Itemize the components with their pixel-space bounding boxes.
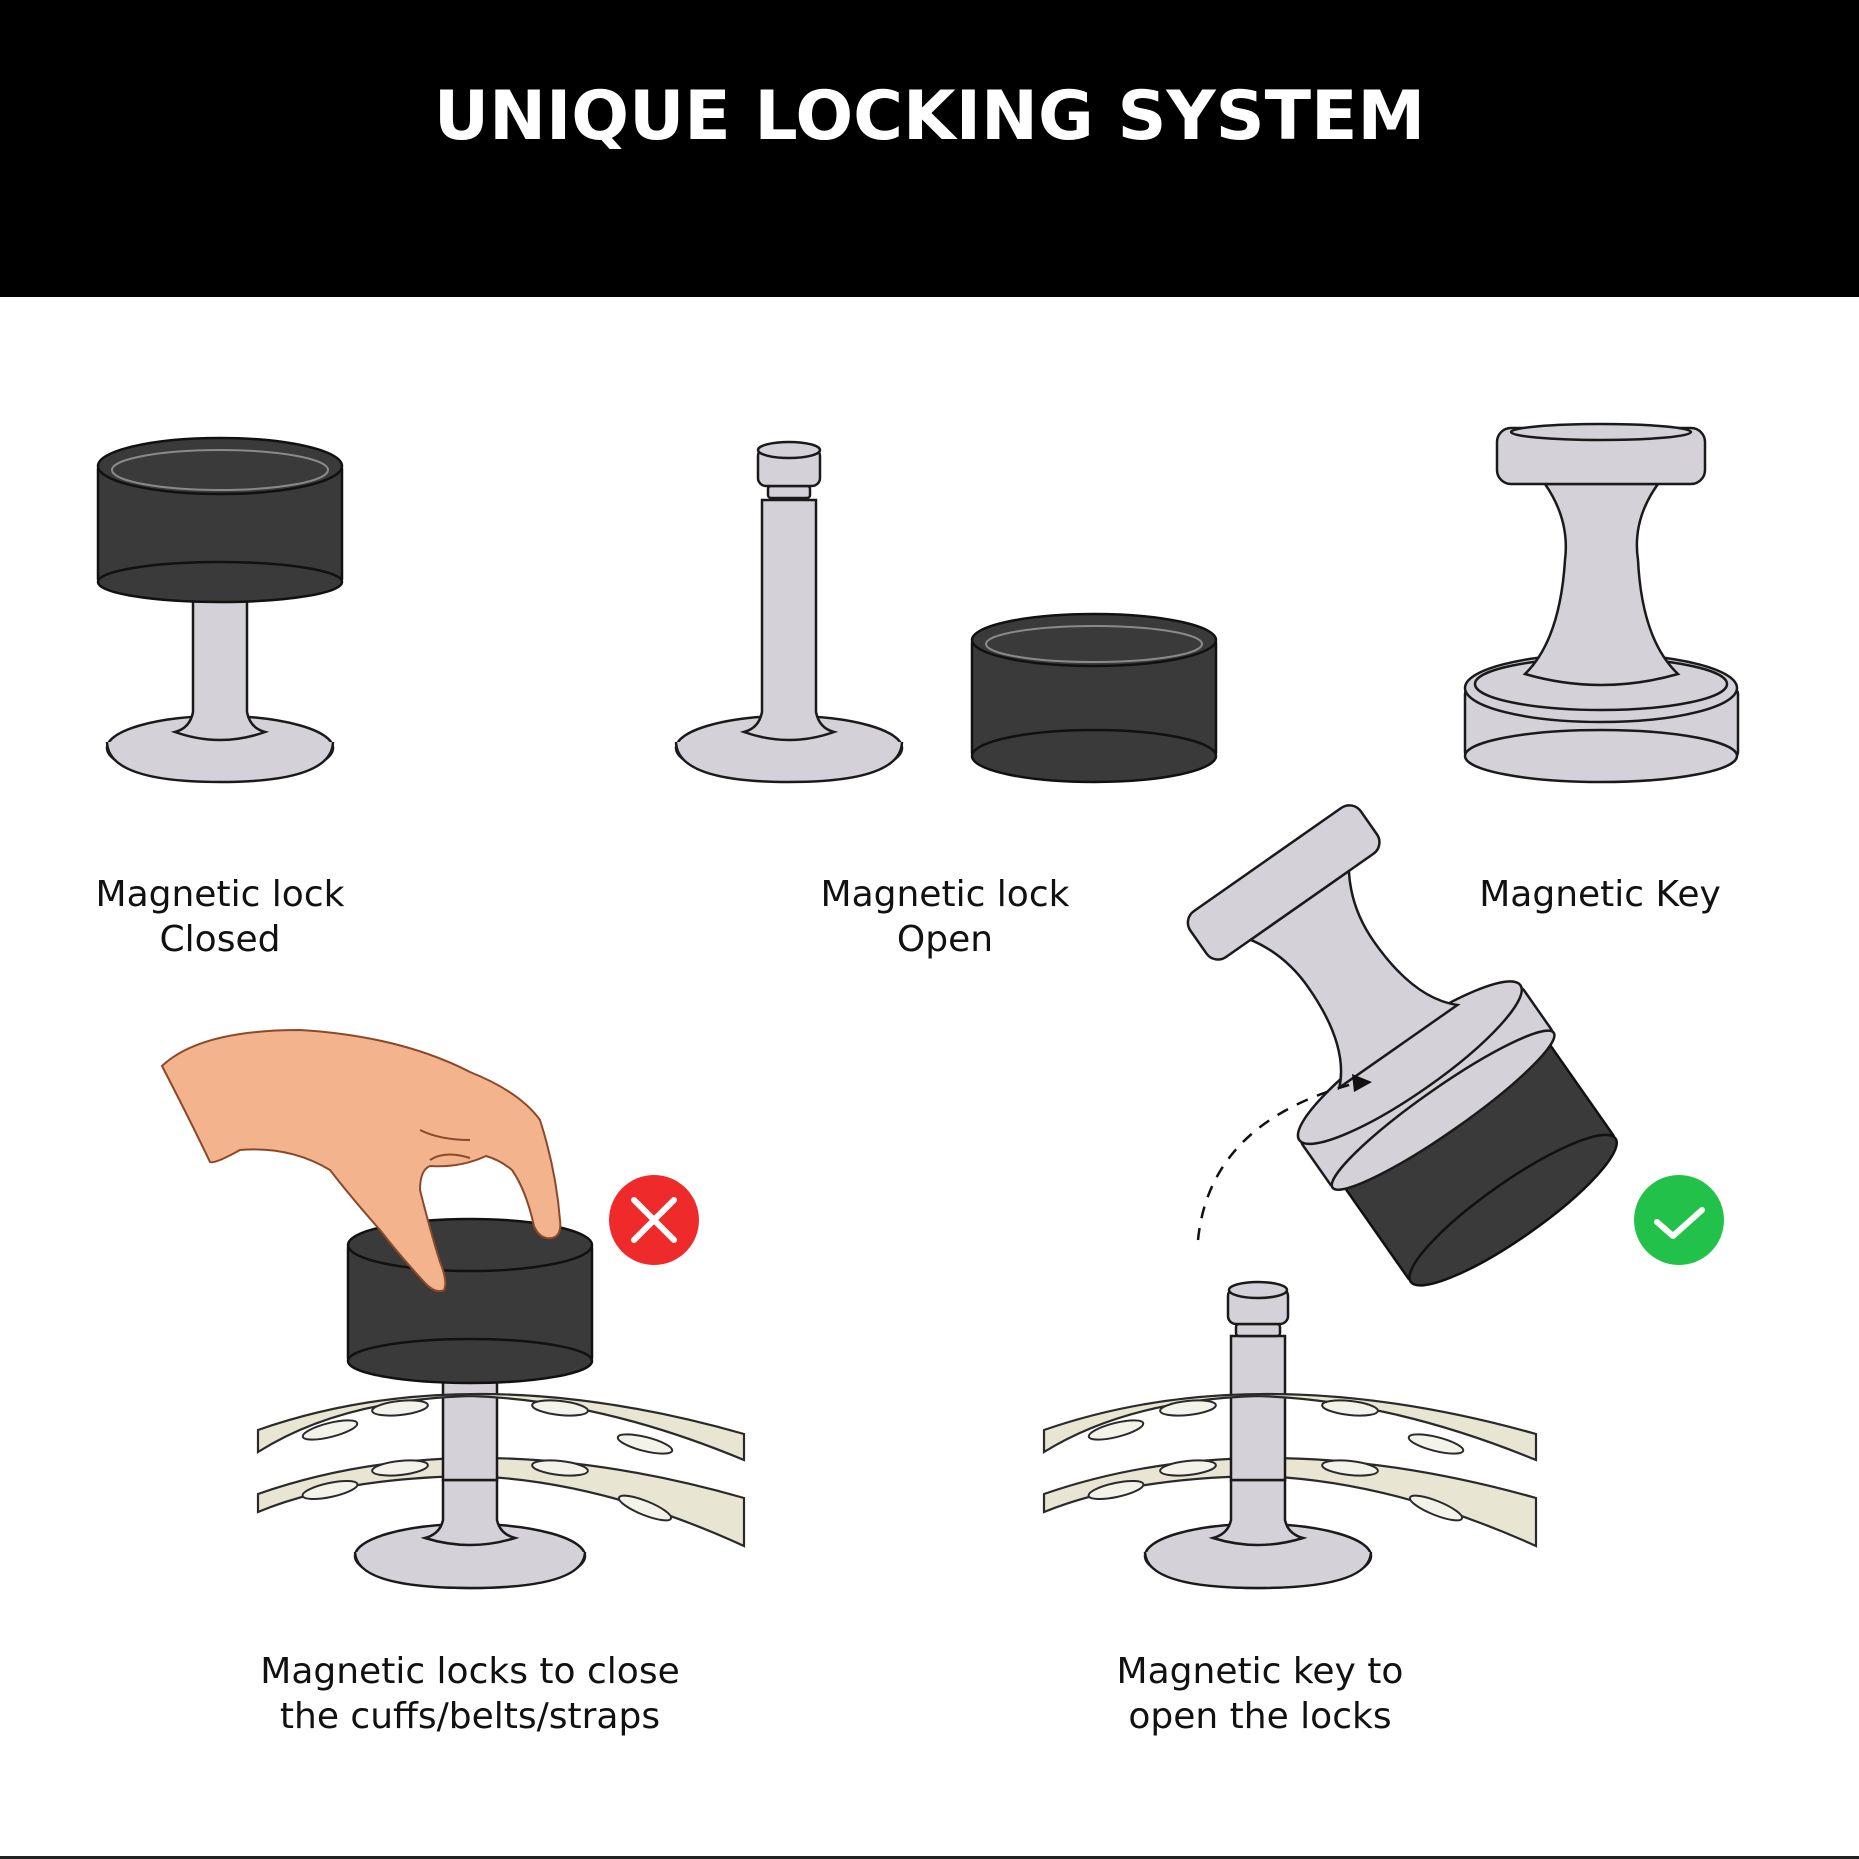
open-locks-illustration	[1042, 804, 1618, 1590]
page-title: UNIQUE LOCKING SYSTEM	[433, 77, 1426, 156]
lock-open-illustration	[674, 440, 1218, 784]
check-icon	[1634, 1175, 1724, 1265]
cross-icon	[609, 1175, 699, 1265]
caption-close-cuffs: Magnetic locks to close the cuffs/belts/…	[170, 1649, 770, 1739]
caption-line: the cuffs/belts/straps	[279, 1696, 661, 1737]
caption-line: Magnetic locks to close	[260, 1651, 680, 1692]
caption-lock-open: Magnetic lock Open	[745, 872, 1145, 962]
magnetic-key-illustration	[1463, 422, 1740, 784]
caption-line: Closed	[159, 919, 281, 960]
caption-line: Magnetic key to	[1116, 1651, 1404, 1692]
caption-line: Magnetic lock	[95, 874, 345, 915]
illustrations: .metal { fill: #d4d1d8; stroke: #1a1a1a;…	[96, 422, 1740, 1590]
caption-magnetic-key: Magnetic Key	[1400, 872, 1800, 917]
bottom-divider	[0, 1856, 1859, 1859]
caption-line: Magnetic lock	[820, 874, 1070, 915]
close-cuffs-illustration	[160, 1028, 746, 1590]
caption-line: Magnetic Key	[1479, 874, 1721, 915]
caption-line: Open	[896, 919, 994, 960]
caption-line: open the locks	[1128, 1696, 1392, 1737]
header-banner: UNIQUE LOCKING SYSTEM	[0, 0, 1859, 297]
lock-closed-illustration	[96, 436, 344, 784]
caption-open-locks: Magnetic key to open the locks	[960, 1649, 1560, 1739]
caption-lock-closed: Magnetic lock Closed	[20, 872, 420, 962]
